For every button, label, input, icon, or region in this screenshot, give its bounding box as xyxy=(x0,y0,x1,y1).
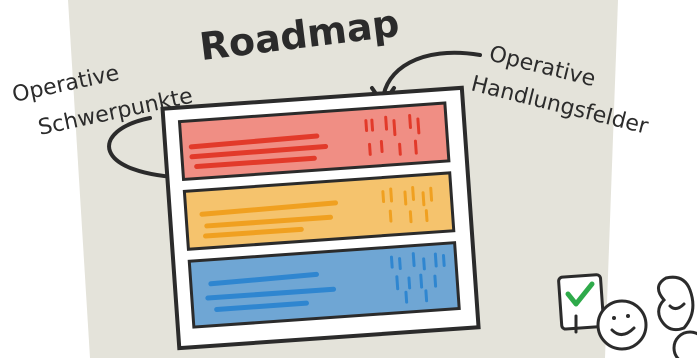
person-eye-1a xyxy=(612,316,616,320)
red-line-1 xyxy=(188,133,320,150)
checklist-paper xyxy=(557,273,606,331)
person-head-3 xyxy=(672,330,697,358)
red-line-3 xyxy=(194,155,317,169)
band-red xyxy=(177,101,451,182)
red-ticks xyxy=(364,114,421,156)
blue-line-1 xyxy=(208,271,319,287)
person-smile-2 xyxy=(668,302,686,311)
person-eye-1b xyxy=(626,314,630,318)
left-arrow xyxy=(107,116,192,180)
blue-line-2 xyxy=(205,286,337,301)
blue-line-3 xyxy=(214,300,309,312)
person-head-2 xyxy=(657,275,695,332)
yellow-line-2 xyxy=(204,214,334,229)
checkmark-icon xyxy=(565,281,595,307)
person-smile-1 xyxy=(610,326,636,336)
blue-ticks xyxy=(389,252,446,304)
right-arrow xyxy=(381,50,482,102)
red-line-2 xyxy=(189,143,329,160)
yellow-line-3 xyxy=(203,226,304,239)
roadmap-card xyxy=(160,85,481,351)
people-group xyxy=(596,275,697,358)
band-yellow xyxy=(182,171,456,251)
yellow-ticks xyxy=(381,185,434,224)
checklist-card xyxy=(557,273,606,334)
yellow-line-1 xyxy=(199,200,339,217)
person-head-1 xyxy=(596,299,648,351)
